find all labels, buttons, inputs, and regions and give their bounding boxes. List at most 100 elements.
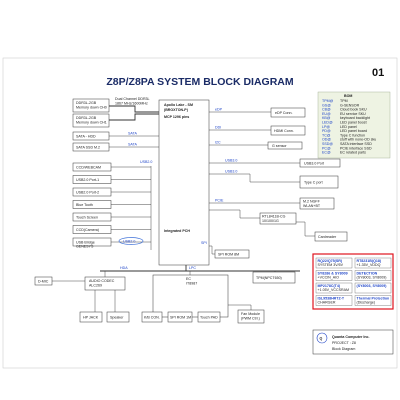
bom-code: LED@ <box>322 121 333 125</box>
title-block <box>312 329 394 355</box>
power-item-title: RQ22/Q75(SR) <box>318 259 343 263</box>
bus-lpc: LPC <box>189 266 196 270</box>
spi-rom-label: SPI ROM 8M <box>218 253 239 257</box>
power-item-title: SY8286 & SY8009 <box>318 272 348 276</box>
power-items: RQ22/Q75(SR)SYSTEM 3V/5V RT8231B(Q18)+1.3… <box>315 257 392 306</box>
touchpad-label: Touch PAD <box>200 316 218 320</box>
bus-usb2: USB2.0 <box>140 160 152 164</box>
left-device-label-usb3_p2: USB2.0 Port-2 <box>76 191 99 195</box>
bom-code: EC@ <box>322 151 331 155</box>
bus-i2c: I2C <box>215 141 221 145</box>
typec-label: Type C port <box>304 181 323 185</box>
bus-usb3-a: USB3.0 <box>225 159 237 163</box>
gsensor-label: G sensor <box>272 144 287 148</box>
bom-desc: EU service SKU <box>340 112 366 116</box>
card-wire <box>296 221 315 237</box>
company-doc: Block Diagram <box>332 347 355 351</box>
power-item-title: DETECTION <box>357 272 378 276</box>
power-item-box <box>354 257 392 269</box>
mem-bus-b <box>109 113 159 121</box>
power-item-box <box>315 257 353 269</box>
power-item-sub: +VCCIN_AIO <box>318 276 340 280</box>
speaker-box <box>106 311 130 323</box>
left-device-label-webcam: CCD/WEBCAM <box>76 166 101 170</box>
hp-jack-label: HP JACK <box>83 316 99 320</box>
bom-code: TC@ <box>322 133 331 137</box>
ddr-a-box <box>72 98 110 113</box>
power-item-title: RT8231B(Q18) <box>357 259 382 263</box>
company-name: Quanta Computer Inc. <box>332 335 370 339</box>
power-item-title: ISL9538HRTZ-T <box>318 297 345 301</box>
edp-box <box>270 107 306 118</box>
gsensor-box <box>267 141 303 150</box>
bom-code: KB@ <box>322 116 331 120</box>
power-item-box <box>354 282 392 294</box>
bom-code: PC@ <box>322 146 331 150</box>
bus-spi: SPI <box>201 241 207 245</box>
bom-code: GS@ <box>322 103 331 107</box>
speaker-label: Speaker <box>110 316 124 320</box>
bom-desc: Type C function <box>340 133 365 137</box>
ellipse-label: USB2.0 <box>123 239 135 243</box>
ddr-b-box <box>72 113 110 128</box>
bus-edp: eDP <box>215 108 223 112</box>
company-project: PROJECT : Z8 <box>332 341 356 345</box>
cpu-line3: MCP 1296 pins <box>164 115 189 119</box>
cpu-line1: Apollo Lake - SM <box>164 103 193 107</box>
edp-label: eDP Conn. <box>275 111 293 115</box>
left-device-label-bt: Blue Tooth <box>76 203 93 207</box>
fan-wire <box>228 304 252 310</box>
lan-wire <box>209 209 260 219</box>
tpm-box <box>252 271 296 284</box>
bom-title: BOM <box>344 94 352 98</box>
power-item-title: (SY8003, SY8009) <box>357 284 388 288</box>
bom-desc: LED panel <box>340 125 357 129</box>
bus-usb3-b: USB3.0 <box>225 170 237 174</box>
spi-wire <box>209 245 215 255</box>
bom-code: PD@ <box>322 129 331 133</box>
cpu-block <box>158 99 210 266</box>
power-item-sub: SYSTEM 3V/5V <box>318 263 344 267</box>
hdmi-label: HDMI Conn. <box>274 129 294 133</box>
bom-code: SSD@ <box>322 142 333 146</box>
sata-ssd-label: SATA SSD M.2 <box>76 146 100 150</box>
kb-label: K/B CON. <box>144 316 160 320</box>
bom-table <box>317 91 391 159</box>
quanta-logo-icon <box>316 332 328 344</box>
bom-desc: LED panel board <box>340 129 367 133</box>
page-number: 01 <box>372 67 384 79</box>
kb-box <box>141 311 163 323</box>
bom-desc: PCIE interface SSD <box>340 146 372 150</box>
m2-box <box>299 197 335 210</box>
tpm-label: TPM(NPCT650) <box>256 276 282 280</box>
usb-highlight-ellipse <box>118 237 144 245</box>
power-item-sub: (Discharge) <box>357 301 376 305</box>
left-device-label-usb3_p1: USB2.0 Port-1 <box>76 178 99 182</box>
bus-sata-1: SATA <box>128 132 137 136</box>
bom-code: LP@ <box>322 125 330 129</box>
touchpad-box <box>197 311 221 323</box>
bom-code: OD@ <box>322 138 331 142</box>
power-item-title: Thermal Protection <box>357 297 390 301</box>
power-item-sub: +1.35V_VDDQ <box>357 263 381 267</box>
dmic-label: D-MIC <box>38 280 49 284</box>
bom-desc: EC related parts <box>340 151 366 155</box>
power-item-box <box>315 295 353 306</box>
lan-box <box>259 212 297 225</box>
bom-desc: SATA interface SSD <box>340 142 372 146</box>
ec-rom-label: SPI ROM 1M <box>170 316 191 320</box>
left-device-label-touch: Touch Screen <box>76 216 98 220</box>
bom-desc: G-SENSOR <box>340 103 360 107</box>
cpu-line2: (BROXTON-P) <box>164 108 189 112</box>
cardreader-label: Cardreader <box>318 235 337 239</box>
bus-sata-2: SATA <box>128 143 137 147</box>
bom-desc: LED panel boost <box>340 121 367 125</box>
bom-code: CB@ <box>322 108 331 112</box>
